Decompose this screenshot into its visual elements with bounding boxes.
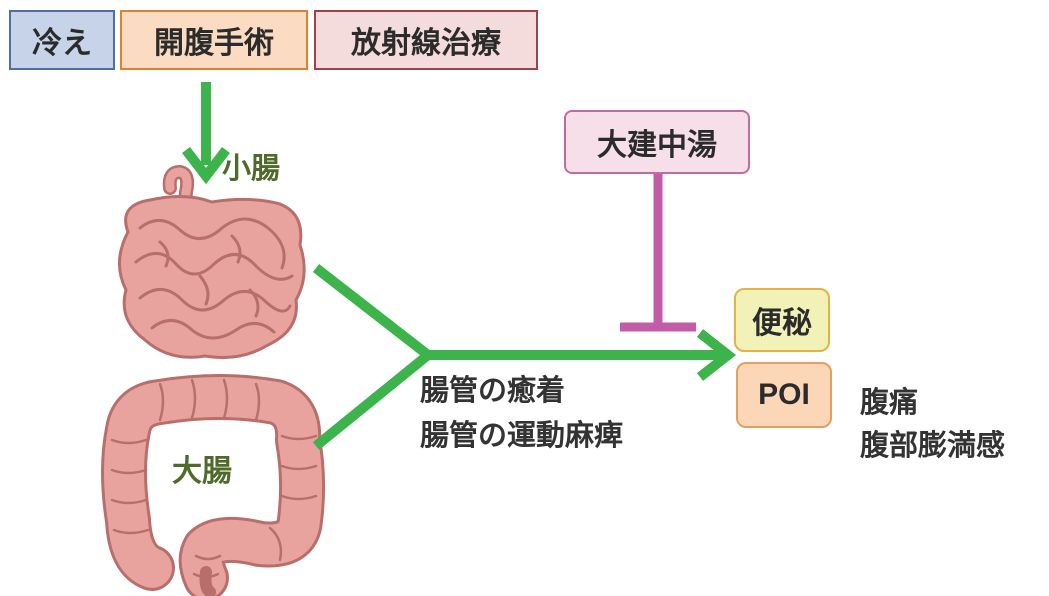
cause-box-laparotomy: 開腹手術 bbox=[120, 10, 308, 70]
large-intestine-label: 大腸 bbox=[172, 454, 232, 489]
constipation-box: 便秘 bbox=[734, 288, 830, 352]
cause-label-cold: 冷え bbox=[32, 26, 92, 61]
mechanism-paralysis: 腸管の運動麻痺 bbox=[420, 418, 624, 452]
cause-down-arrow bbox=[182, 82, 230, 185]
symptom-abdominal-distension: 腹部膨満感 bbox=[860, 428, 1006, 462]
cause-label-radiotherapy: 放射線治療 bbox=[351, 26, 501, 61]
constipation-label: 便秘 bbox=[752, 306, 812, 341]
mechanism-adhesion: 腸管の癒着 bbox=[420, 373, 566, 407]
cause-box-radiotherapy: 放射線治療 bbox=[314, 10, 538, 70]
symptom-abdominal-pain: 腹痛 bbox=[860, 385, 919, 419]
herbal-medicine-label: 大建中湯 bbox=[597, 128, 717, 163]
herbal-medicine-box: 大建中湯 bbox=[564, 110, 750, 174]
cause-label-laparotomy: 開腹手術 bbox=[154, 26, 274, 61]
large-intestine-illustration bbox=[101, 374, 326, 596]
converging-arrow bbox=[312, 264, 737, 450]
inhibition-marker bbox=[620, 174, 696, 332]
small-intestine-illustration bbox=[118, 164, 306, 360]
small-intestine-label: 小腸 bbox=[222, 151, 281, 185]
cause-box-cold: 冷え bbox=[9, 10, 115, 70]
poi-box: POI bbox=[736, 362, 832, 428]
poi-label: POI bbox=[758, 378, 810, 411]
